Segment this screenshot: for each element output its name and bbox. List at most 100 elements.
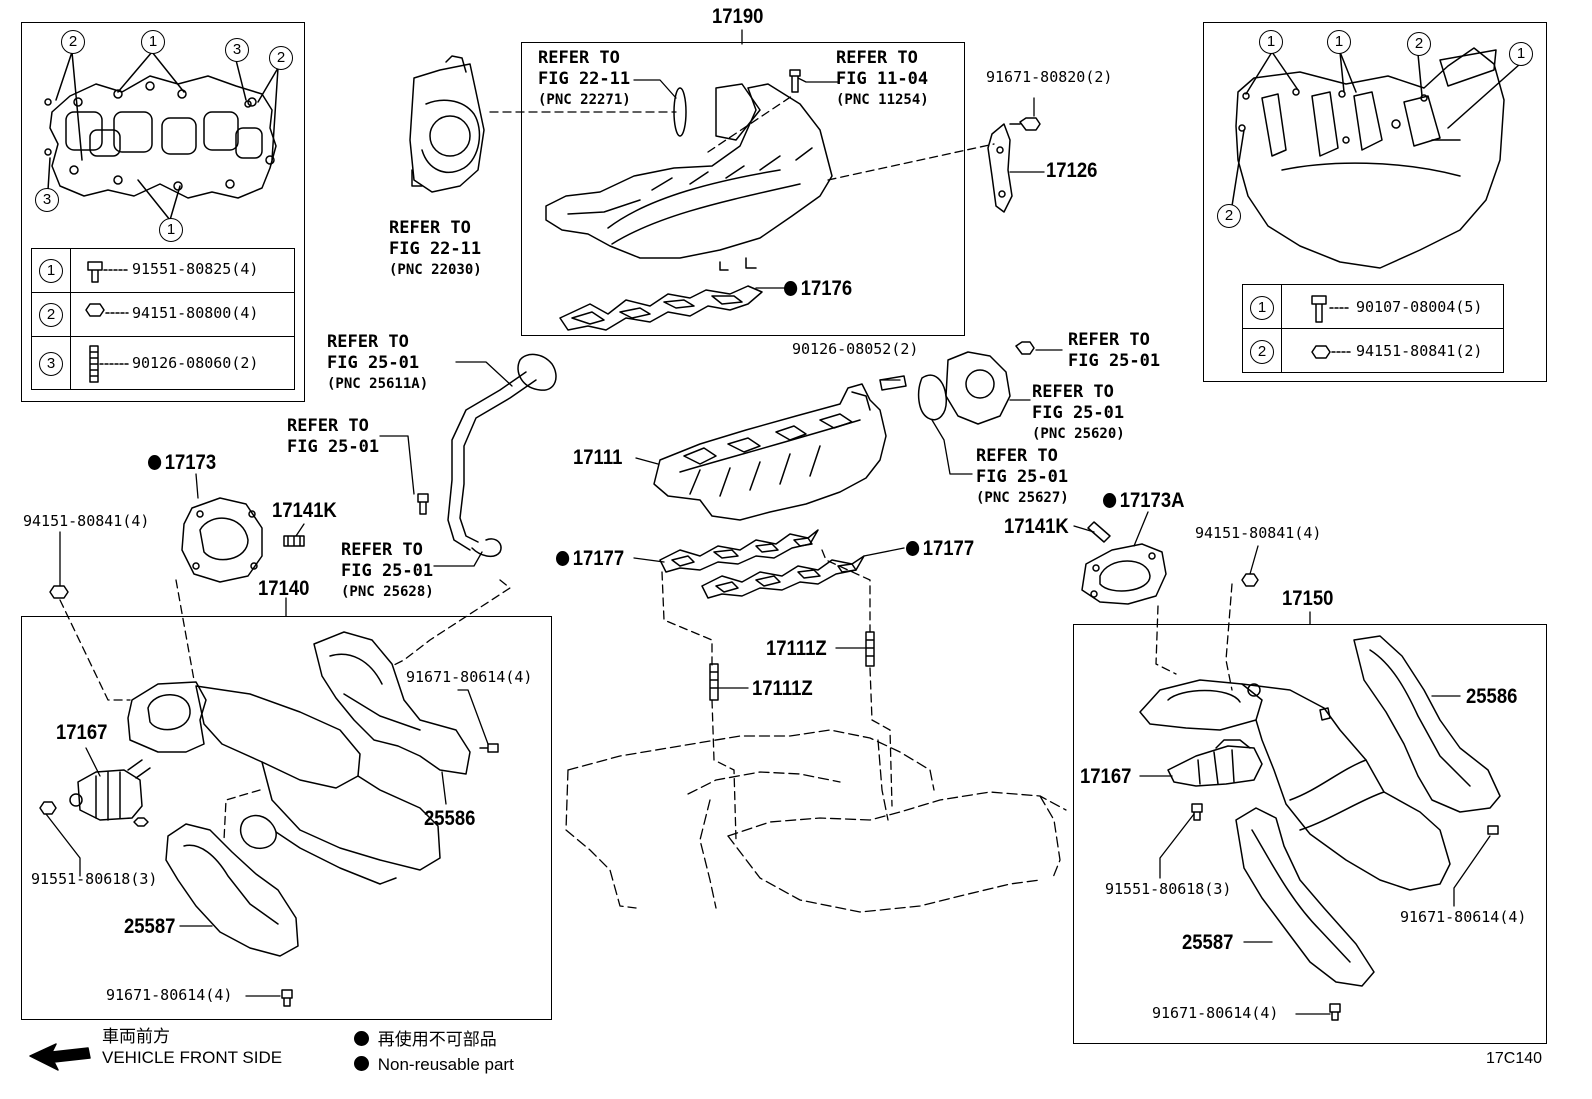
inset-fastener-table [1242,284,1504,373]
table-row-number: 3 [39,352,63,376]
table-part-number: 94151-80841(2) [1356,342,1483,360]
throttle-body-drawing [409,55,485,193]
part-label-17111z-lower: 17111Z [752,677,813,700]
part-label-94151-80841-left: 94151-80841(4) [23,512,150,530]
part-label-94151-80841-right: 94151-80841(4) [1195,524,1322,542]
inset-callout: 1 [1509,42,1533,66]
bracket-17126-drawing [987,117,1041,213]
gasket-17177-drawing [659,529,865,599]
gasket-17173a-drawing [1081,521,1167,605]
part-label-25587-left: 25587 [124,915,176,938]
egr-valve-drawing [879,341,1035,425]
inset-callout: 1 [1327,30,1351,54]
nonreusable-dot [556,551,570,566]
nonreusable-dot [354,1031,369,1046]
inset-manifold-gasket-box [21,22,305,402]
part-label-17150: 17150 [1282,587,1334,610]
lower-intake-manifold-drawing [653,383,887,521]
table-part-number: 90107-08004(5) [1356,298,1483,316]
inset-fastener-table [31,248,295,390]
part-label-17177-right: 17177 [906,538,974,559]
table-row-number: 2 [1250,340,1274,364]
front-direction-jp: 車両前方 [102,1027,170,1046]
part-label-17190: 17190 [712,5,764,28]
leader-lines [45,29,1491,1015]
inset-callout: 3 [35,188,59,212]
left-lower-insulator-drawing [165,823,299,1007]
part-label-17141k-left: 17141K [272,499,337,522]
part-label-90126-08052: 90126-08052(2) [792,340,919,358]
part-label-17173: 17173 [148,452,216,473]
part-label-25587-right: 25587 [1182,931,1234,954]
part-label-91671-80614-right-lower: 91671-80614(4) [1152,1004,1279,1022]
right-manifold-drawing [1139,679,1451,891]
part-label-17141k-right: 17141K [1004,515,1069,538]
table-row-number: 1 [1250,296,1274,320]
part-label-17173a: 17173A [1103,490,1184,511]
nonreusable-dot [906,541,920,556]
left-upper-insulator-drawing [313,631,499,775]
left-sensor-drawing [39,759,151,827]
front-direction-en: VEHICLE FRONT SIDE [102,1048,283,1067]
part-label-91671-80820: 91671-80820(2) [986,68,1113,86]
nonreusable-legend-jp: 再使用不可部品 [354,1031,497,1048]
part-label-91671-80614-left-upper: 91671-80614(4) [406,668,533,686]
inset-callout: 2 [61,30,85,54]
part-label-17177-left: 17177 [556,548,624,569]
egr-pipe-drawing [417,353,557,558]
engine-block-outline [565,729,1067,913]
table-row-number: 2 [39,303,63,327]
part-label-91671-80614-right-upper: 91671-80614(4) [1400,908,1527,926]
inset-callout: 2 [269,46,293,70]
table-part-number: 94151-80800(4) [132,304,259,322]
inset-callout: 1 [159,218,183,242]
inset-callout: 3 [225,38,249,62]
right-upper-insulator-drawing [1353,635,1501,835]
intake-manifold-drawing [545,83,833,271]
part-label-17176: 17176 [784,278,852,299]
part-label-17140: 17140 [258,577,310,600]
left-exhaust-box [21,616,552,1020]
figure-code: 17C140 [1486,1050,1543,1067]
part-label-25586-right: 25586 [1466,685,1518,708]
nonreusable-dot [784,281,798,296]
table-part-number: 90126-08060(2) [132,354,259,372]
part-label-17167-right: 17167 [1080,765,1132,788]
part-label-17111z-upper: 17111Z [766,637,827,660]
inset-callout: 2 [1217,204,1241,228]
inset-callout: 2 [1407,32,1431,56]
part-label-91551-80618-left: 91551-80618(3) [31,870,158,888]
nuts-drawing [49,573,1259,599]
part-label-91671-80614-left-lower: 91671-80614(4) [106,986,233,1004]
intake-bolt-drawing [789,69,801,93]
part-label-17111: 17111 [573,446,623,469]
part-label-25586-left: 25586 [424,807,476,830]
part-label-17167-left: 17167 [56,721,108,744]
nonreusable-dot [1103,493,1117,508]
table-row-number: 1 [39,259,63,283]
inset-callout: 1 [141,30,165,54]
inset-callout: 1 [1259,30,1283,54]
left-manifold-drawing [127,681,441,885]
inset-heat-cover-box [1203,22,1547,382]
table-part-number: 91551-80825(4) [132,260,259,278]
right-exhaust-box [1073,624,1547,1044]
gasket-17173-drawing [181,497,305,583]
right-sensor-drawing [1167,739,1263,821]
front-direction-arrow [29,1043,91,1071]
intake-assembly-box [521,42,965,336]
inset-gasket-drawing [44,51,279,221]
inset-exhaust-cover-drawing [1231,47,1521,269]
part-label-91551-80618-right: 91551-80618(3) [1105,880,1232,898]
